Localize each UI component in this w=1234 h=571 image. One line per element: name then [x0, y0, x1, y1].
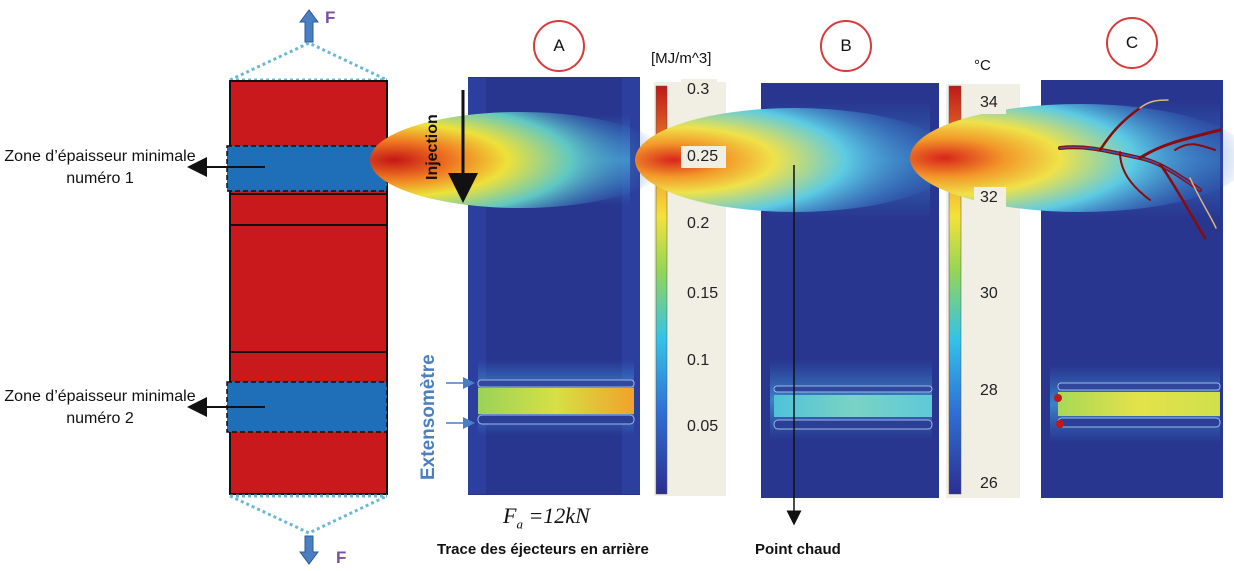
panel-a-image [370, 77, 670, 495]
injection-label: Injection [424, 114, 441, 180]
colorbar-a-tick: 0.1 [681, 350, 718, 372]
crack-pattern [1058, 99, 1222, 240]
top-grip-lines [229, 41, 388, 82]
hot-spot-caption: Point chaud [755, 541, 841, 558]
colorbar-b-tick: 28 [974, 380, 1006, 402]
colorbar-b-tick: 30 [974, 283, 1006, 305]
colorbar-a-tick: 0.2 [681, 213, 718, 235]
force-symbol: F [503, 503, 517, 528]
top-force-arrow [299, 9, 319, 43]
colorbar-a-unit: [MJ/m^3] [651, 50, 712, 67]
panel-b-image [635, 83, 955, 526]
panel-c-image [910, 80, 1234, 498]
specimen-schematic [187, 9, 388, 565]
colorbar-a-tick: 0.15 [681, 283, 727, 305]
top-force-label: F [325, 8, 336, 27]
panel-a-marker: A [533, 20, 585, 72]
colorbar-a-tick: 0.05 [681, 416, 727, 438]
force-value: =12kN [522, 503, 590, 528]
bottom-grip-lines [229, 494, 388, 535]
colorbar-b-tick: 34 [974, 92, 1006, 114]
bottom-force-arrow [299, 535, 319, 565]
ejector-trace-caption: Trace des éjecteurs en arrière [437, 541, 649, 558]
zone-1 [226, 145, 388, 192]
zone-2-label: Zone d’épaisseur minimale numéro 2 [4, 388, 196, 427]
bottom-force-label: F [336, 548, 347, 567]
colorbar-b-tick: 32 [974, 187, 1006, 209]
force-equation: Fa =12kN [503, 503, 590, 532]
force-subscript: a [516, 516, 523, 532]
colorbar-a-tick: 0.25 [681, 146, 727, 168]
panel-b-marker: B [820, 20, 872, 72]
colorbar-b-unit: °C [974, 57, 991, 74]
zone-1-label: Zone d’épaisseur minimale numéro 1 [4, 148, 196, 187]
colorbar-b-tick: 26 [974, 473, 1006, 495]
panel-c-marker: C [1106, 17, 1158, 69]
colorbar-a-tick: 0.3 [681, 79, 718, 101]
extensometer-label: Extensomètre [418, 354, 439, 480]
